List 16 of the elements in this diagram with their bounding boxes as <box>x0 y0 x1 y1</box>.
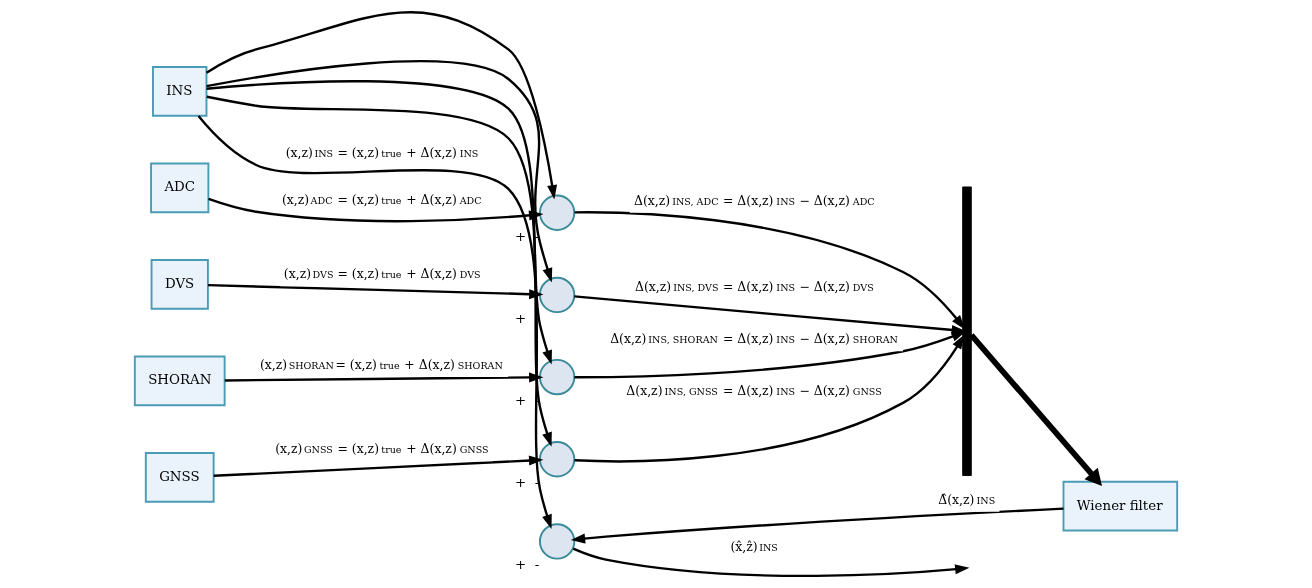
edge-label: (x,z)ADC = (x,z)true + Δ(x,z)ADC <box>281 191 482 207</box>
node-label: + - <box>515 228 540 244</box>
edge-label: Δ(x,z)INS, ADC = Δ(x,z)INS − Δ(x,z)ADC <box>634 192 875 208</box>
edge-label: Δ(x,z)INS, GNSS = Δ(x,z)INS − Δ(x,z)GNSS <box>626 382 882 398</box>
edge-label: (x,z)SHORAN= (x,z)true + Δ(x,z)SHORAN <box>259 356 503 372</box>
edge-label: (x̂,ẑ)INS <box>730 539 778 555</box>
node-label: + - <box>515 475 540 491</box>
node-label: + - <box>515 310 540 326</box>
edge-label: Δ̂(x,z)INS <box>938 491 996 507</box>
edge-label: Δ(x,z)INS, DVS = Δ(x,z)INS − Δ(x,z)DVS <box>634 278 874 294</box>
node-label: + - <box>515 557 540 573</box>
edge-label: (x,z)DVS = (x,z)true + Δ(x,z)DVS <box>283 266 481 282</box>
edge-label: (x,z)GNSS = (x,z)true + Δ(x,z)GNSS <box>275 440 489 456</box>
node-label: + - <box>515 392 540 408</box>
edge-label: (x,z)INS = (x,z)true + Δ(x,z)INS <box>285 144 479 160</box>
edge-label: Δ(x,z)INS, SHORAN = Δ(x,z)INS − Δ(x,z)SHORAN <box>610 331 898 347</box>
